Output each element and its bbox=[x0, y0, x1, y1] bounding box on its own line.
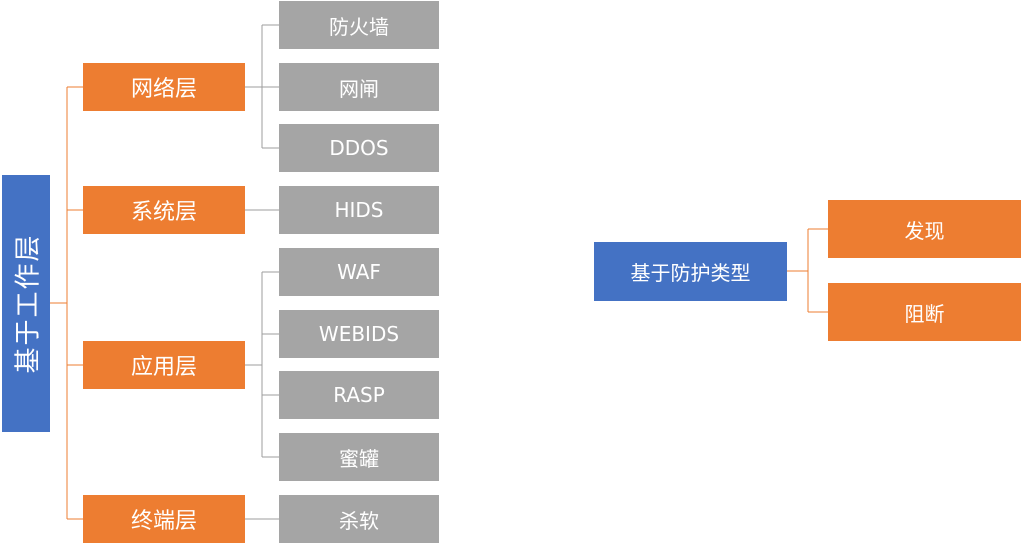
item-node-hids: HIDS bbox=[279, 186, 439, 234]
item-node-antivirus: 杀软 bbox=[279, 495, 439, 543]
item-node-label: 杀软 bbox=[339, 508, 379, 533]
child-node-label: 阻断 bbox=[904, 301, 945, 326]
item-node-firewall: 防火墙 bbox=[279, 1, 439, 49]
root-node-label: 基于工作层 bbox=[13, 233, 44, 374]
item-node-rasp: RASP bbox=[279, 371, 439, 419]
item-node-gatekeeper: 网闸 bbox=[279, 63, 439, 111]
item-node-label: WAF bbox=[337, 260, 381, 284]
item-node-label: 防火墙 bbox=[329, 14, 389, 39]
item-node-label: WEBIDS bbox=[318, 322, 400, 346]
layer-node-label: 应用层 bbox=[130, 355, 197, 380]
layer-node-terminal: 终端层 bbox=[83, 495, 245, 543]
root-node-work-layer: 基于工作层 bbox=[2, 175, 50, 432]
layer-node-network: 网络层 bbox=[83, 63, 245, 111]
layer-node-label: 终端层 bbox=[130, 509, 197, 534]
child-node-block: 阻断 bbox=[828, 283, 1021, 341]
item-node-ddos: DDOS bbox=[279, 124, 439, 172]
item-node-label: DDOS bbox=[329, 136, 389, 160]
layer-node-application: 应用层 bbox=[83, 341, 245, 389]
item-node-label: RASP bbox=[333, 383, 385, 407]
item-node-label: 网闸 bbox=[339, 76, 379, 101]
item-node-webids: WEBIDS bbox=[279, 310, 439, 358]
layer-node-system: 系统层 bbox=[83, 186, 245, 234]
child-node-detect: 发现 bbox=[828, 200, 1021, 258]
item-node-label: HIDS bbox=[334, 198, 384, 222]
child-node-label: 发现 bbox=[904, 218, 945, 243]
root-node-label: 基于防护类型 bbox=[630, 261, 751, 285]
item-node-honeypot: 蜜罐 bbox=[279, 433, 439, 481]
item-node-waf: WAF bbox=[279, 248, 439, 296]
layer-node-label: 网络层 bbox=[130, 77, 197, 102]
layer-node-label: 系统层 bbox=[130, 200, 197, 225]
root-node-protection-type: 基于防护类型 bbox=[594, 242, 787, 301]
item-node-label: 蜜罐 bbox=[339, 446, 379, 471]
